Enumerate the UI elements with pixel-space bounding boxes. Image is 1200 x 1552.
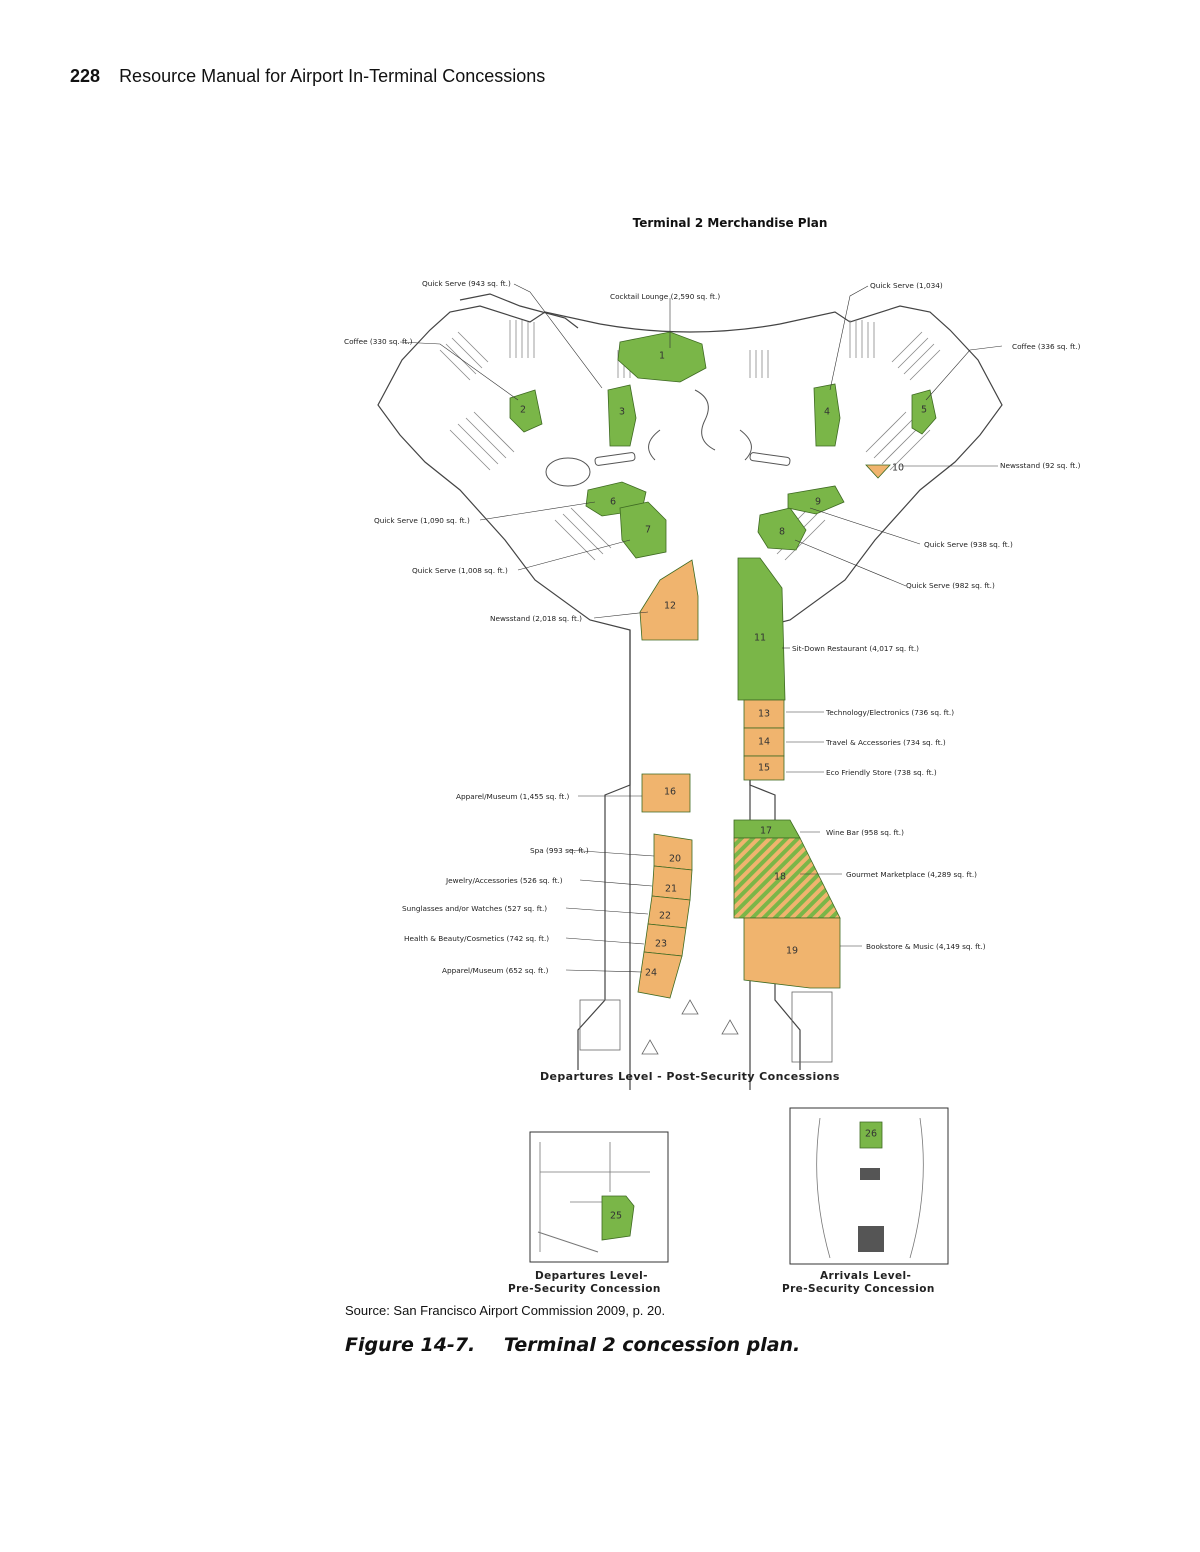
callout-12: Newsstand (2,018 sq. ft.) xyxy=(490,614,582,623)
unit-number-18: 18 xyxy=(774,872,786,883)
figure-number: Figure 14-7. xyxy=(345,1334,476,1356)
central-features xyxy=(545,389,791,487)
unit-number-7: 7 xyxy=(645,525,651,536)
source-note: Source: San Francisco Airport Commission… xyxy=(345,1303,666,1318)
unit-number-25: 25 xyxy=(610,1211,622,1222)
inset-arrivals: 26 xyxy=(789,1107,949,1265)
unit-16-shape xyxy=(641,773,691,813)
unit-number-3: 3 xyxy=(619,407,625,418)
unit-15-shape xyxy=(743,755,785,781)
unit-12-shape xyxy=(639,559,699,641)
callout-6: Quick Serve (1,090 sq. ft.) xyxy=(374,516,470,525)
unit-number-15: 15 xyxy=(758,763,770,774)
unit-10-shape xyxy=(865,464,891,479)
unit-number-1: 1 xyxy=(659,351,665,362)
unit-number-17: 17 xyxy=(760,826,772,837)
plan-title: Terminal 2 Merchandise Plan xyxy=(632,216,828,230)
unit-number-11: 11 xyxy=(754,633,766,644)
callout-7: Quick Serve (1,008 sq. ft.) xyxy=(412,566,508,575)
callout-23: Health & Beauty/Cosmetics (742 sq. ft.) xyxy=(404,934,549,943)
unit-4-shape xyxy=(813,383,841,447)
unit-number-6: 6 xyxy=(610,497,616,508)
unit-2-shape xyxy=(509,389,543,433)
callout-16: Apparel/Museum (1,455 sq. ft.) xyxy=(456,792,570,801)
callout-1: Cocktail Lounge (2,590 sq. ft.) xyxy=(610,292,720,301)
figure-caption: Figure 14-7. Terminal 2 concession plan. xyxy=(345,1334,800,1356)
unit-5-shape xyxy=(911,389,937,435)
unit-3-shape xyxy=(607,384,637,447)
gate-seating xyxy=(439,320,941,561)
unit-13-shape xyxy=(743,699,785,729)
terminal-floor-plan: 1 2 3 4 5 6 7 8 9 10 11 12 13 14 15 16 1… xyxy=(344,279,1081,1295)
page-number: 228 xyxy=(70,66,101,86)
unit-number-labels: 1 2 3 4 5 6 7 8 9 10 11 12 13 14 15 16 1… xyxy=(520,351,927,979)
unit-number-13: 13 xyxy=(758,709,770,720)
unit-19-shape xyxy=(743,917,841,989)
unit-number-23: 23 xyxy=(655,939,667,950)
unit-shapes xyxy=(509,331,937,999)
callout-21: Jewelry/Accessories (526 sq. ft.) xyxy=(445,876,563,885)
callout-4: Quick Serve (1,034) xyxy=(870,281,943,290)
callout-labels: Quick Serve (943 sq. ft.) Cocktail Loung… xyxy=(344,279,1081,975)
unit-number-10: 10 xyxy=(892,463,904,474)
callout-10: Newsstand (92 sq. ft.) xyxy=(1000,461,1081,470)
unit-number-14: 14 xyxy=(758,737,770,748)
inset-departures: 25 xyxy=(529,1131,669,1263)
page-header: 228 Resource Manual for Airport In-Termi… xyxy=(70,66,545,87)
callout-24: Apparel/Museum (652 sq. ft.) xyxy=(442,966,549,975)
inset-right-label-1: Arrivals Level- xyxy=(820,1270,911,1282)
main-level-label: Departures Level - Post-Security Concess… xyxy=(540,1070,840,1083)
unit-number-5: 5 xyxy=(921,405,927,416)
running-title: Resource Manual for Airport In-Terminal … xyxy=(119,66,546,86)
unit-18-shape xyxy=(733,837,841,919)
callout-2: Coffee (330 sq. ft.) xyxy=(344,337,413,346)
unit-number-16: 16 xyxy=(664,787,676,798)
callout-15: Eco Friendly Store (738 sq. ft.) xyxy=(826,768,937,777)
callout-3: Quick Serve (943 sq. ft.) xyxy=(422,279,511,288)
inset-right-label-2: Pre-Security Concession xyxy=(782,1283,935,1295)
unit-number-26: 26 xyxy=(865,1129,877,1140)
unit-14-shape xyxy=(743,727,785,757)
callout-5: Coffee (336 sq. ft.) xyxy=(1012,342,1081,351)
inset-left-label-1: Departures Level- xyxy=(535,1270,648,1282)
callout-leaders xyxy=(399,283,1003,973)
figure-title: Terminal 2 concession plan. xyxy=(503,1334,801,1356)
unit-number-24: 24 xyxy=(645,968,657,979)
callout-13: Technology/Electronics (736 sq. ft.) xyxy=(825,708,954,717)
callout-17: Wine Bar (958 sq. ft.) xyxy=(826,828,904,837)
inset-left-label-2: Pre-Security Concession xyxy=(508,1283,661,1295)
unit-20-shape xyxy=(653,833,693,871)
callout-8: Quick Serve (982 sq. ft.) xyxy=(906,581,995,590)
callout-14: Travel & Accessories (734 sq. ft.) xyxy=(825,738,946,747)
callout-20: Spa (993 sq. ft.) xyxy=(530,846,589,855)
unit-number-22: 22 xyxy=(659,911,671,922)
unit-24-shape xyxy=(637,951,683,999)
unit-1-shape xyxy=(617,331,707,383)
callout-18: Gourmet Marketplace (4,289 sq. ft.) xyxy=(846,870,977,879)
unit-11-shape xyxy=(737,557,786,701)
unit-7-shape xyxy=(619,501,667,559)
unit-number-19: 19 xyxy=(786,946,798,957)
callout-11: Sit-Down Restaurant (4,017 sq. ft.) xyxy=(792,644,919,653)
unit-number-12: 12 xyxy=(664,601,676,612)
unit-number-20: 20 xyxy=(669,854,681,865)
unit-number-8: 8 xyxy=(779,527,785,538)
unit-number-2: 2 xyxy=(520,405,526,416)
unit-25-shape xyxy=(601,1195,635,1241)
unit-number-9: 9 xyxy=(815,497,821,508)
unit-number-4: 4 xyxy=(824,407,830,418)
callout-22: Sunglasses and/or Watches (527 sq. ft.) xyxy=(402,904,547,913)
lower-concourse-detail xyxy=(579,991,833,1063)
callout-19: Bookstore & Music (4,149 sq. ft.) xyxy=(866,942,986,951)
unit-9-shape xyxy=(787,485,845,515)
unit-26-shape xyxy=(859,1121,883,1149)
unit-number-21: 21 xyxy=(665,884,677,895)
callout-9: Quick Serve (938 sq. ft.) xyxy=(924,540,1013,549)
